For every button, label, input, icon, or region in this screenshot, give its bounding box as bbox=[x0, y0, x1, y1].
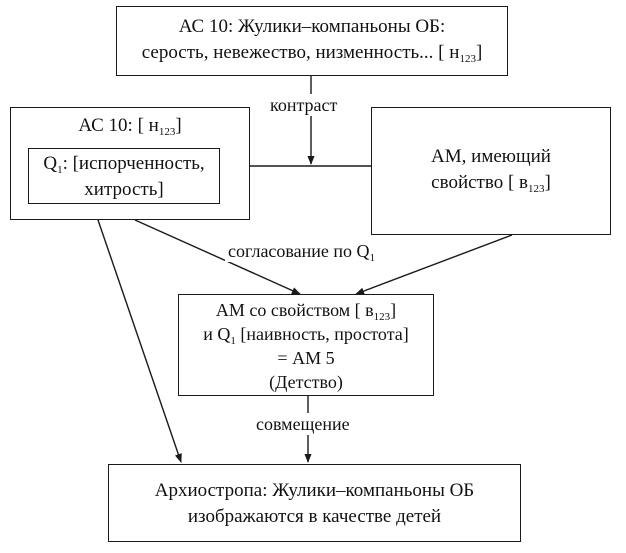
box-top-line1: АС 10: Жулики–компаньоны ОБ: bbox=[178, 16, 446, 37]
box-middle: АМ со свойством [ в123] и Q1 [наивность,… bbox=[178, 294, 434, 396]
box-left-inner-line1: Q1: [испорченность, bbox=[43, 153, 205, 176]
left-to-bottom-arrow bbox=[97, 219, 182, 463]
label-contrast: контраст bbox=[267, 94, 341, 116]
box-right: АМ, имеющий свойство [ в123] bbox=[371, 107, 611, 235]
box-left-inner-line2: хитрость] bbox=[84, 179, 164, 200]
box-bottom: Архиостропа: Жулики–компаньоны ОБ изобра… bbox=[108, 464, 521, 542]
agreement-arrow-left bbox=[134, 219, 301, 295]
box-right-line1: АМ, имеющий bbox=[431, 146, 551, 167]
box-bottom-line1: Архиостропа: Жулики–компаньоны ОБ bbox=[154, 480, 475, 501]
box-middle-line1: АМ со свойством [ в123] bbox=[215, 300, 397, 323]
box-top-line2: серость, невежество, низменность... [ н1… bbox=[141, 42, 483, 65]
box-top: АС 10: Жулики–компаньоны ОБ: серость, не… bbox=[116, 6, 508, 76]
label-agreement: согласование по Q1 bbox=[225, 240, 379, 264]
box-middle-line3: = АМ 5 bbox=[277, 348, 335, 368]
agreement-arrow-right bbox=[355, 234, 513, 295]
box-middle-line2: и Q1 [наивность, простота] bbox=[203, 324, 409, 347]
box-right-line2: свойство [ в123] bbox=[431, 172, 551, 195]
box-left-title: АС 10: [ н123] bbox=[78, 115, 182, 138]
label-combination: совмещение bbox=[253, 413, 353, 435]
box-left-inner: Q1: [испорченность, хитрость] bbox=[28, 148, 220, 204]
box-middle-line4: (Детство) bbox=[269, 372, 343, 392]
box-bottom-line2: изображаются в качестве детей bbox=[187, 506, 442, 527]
